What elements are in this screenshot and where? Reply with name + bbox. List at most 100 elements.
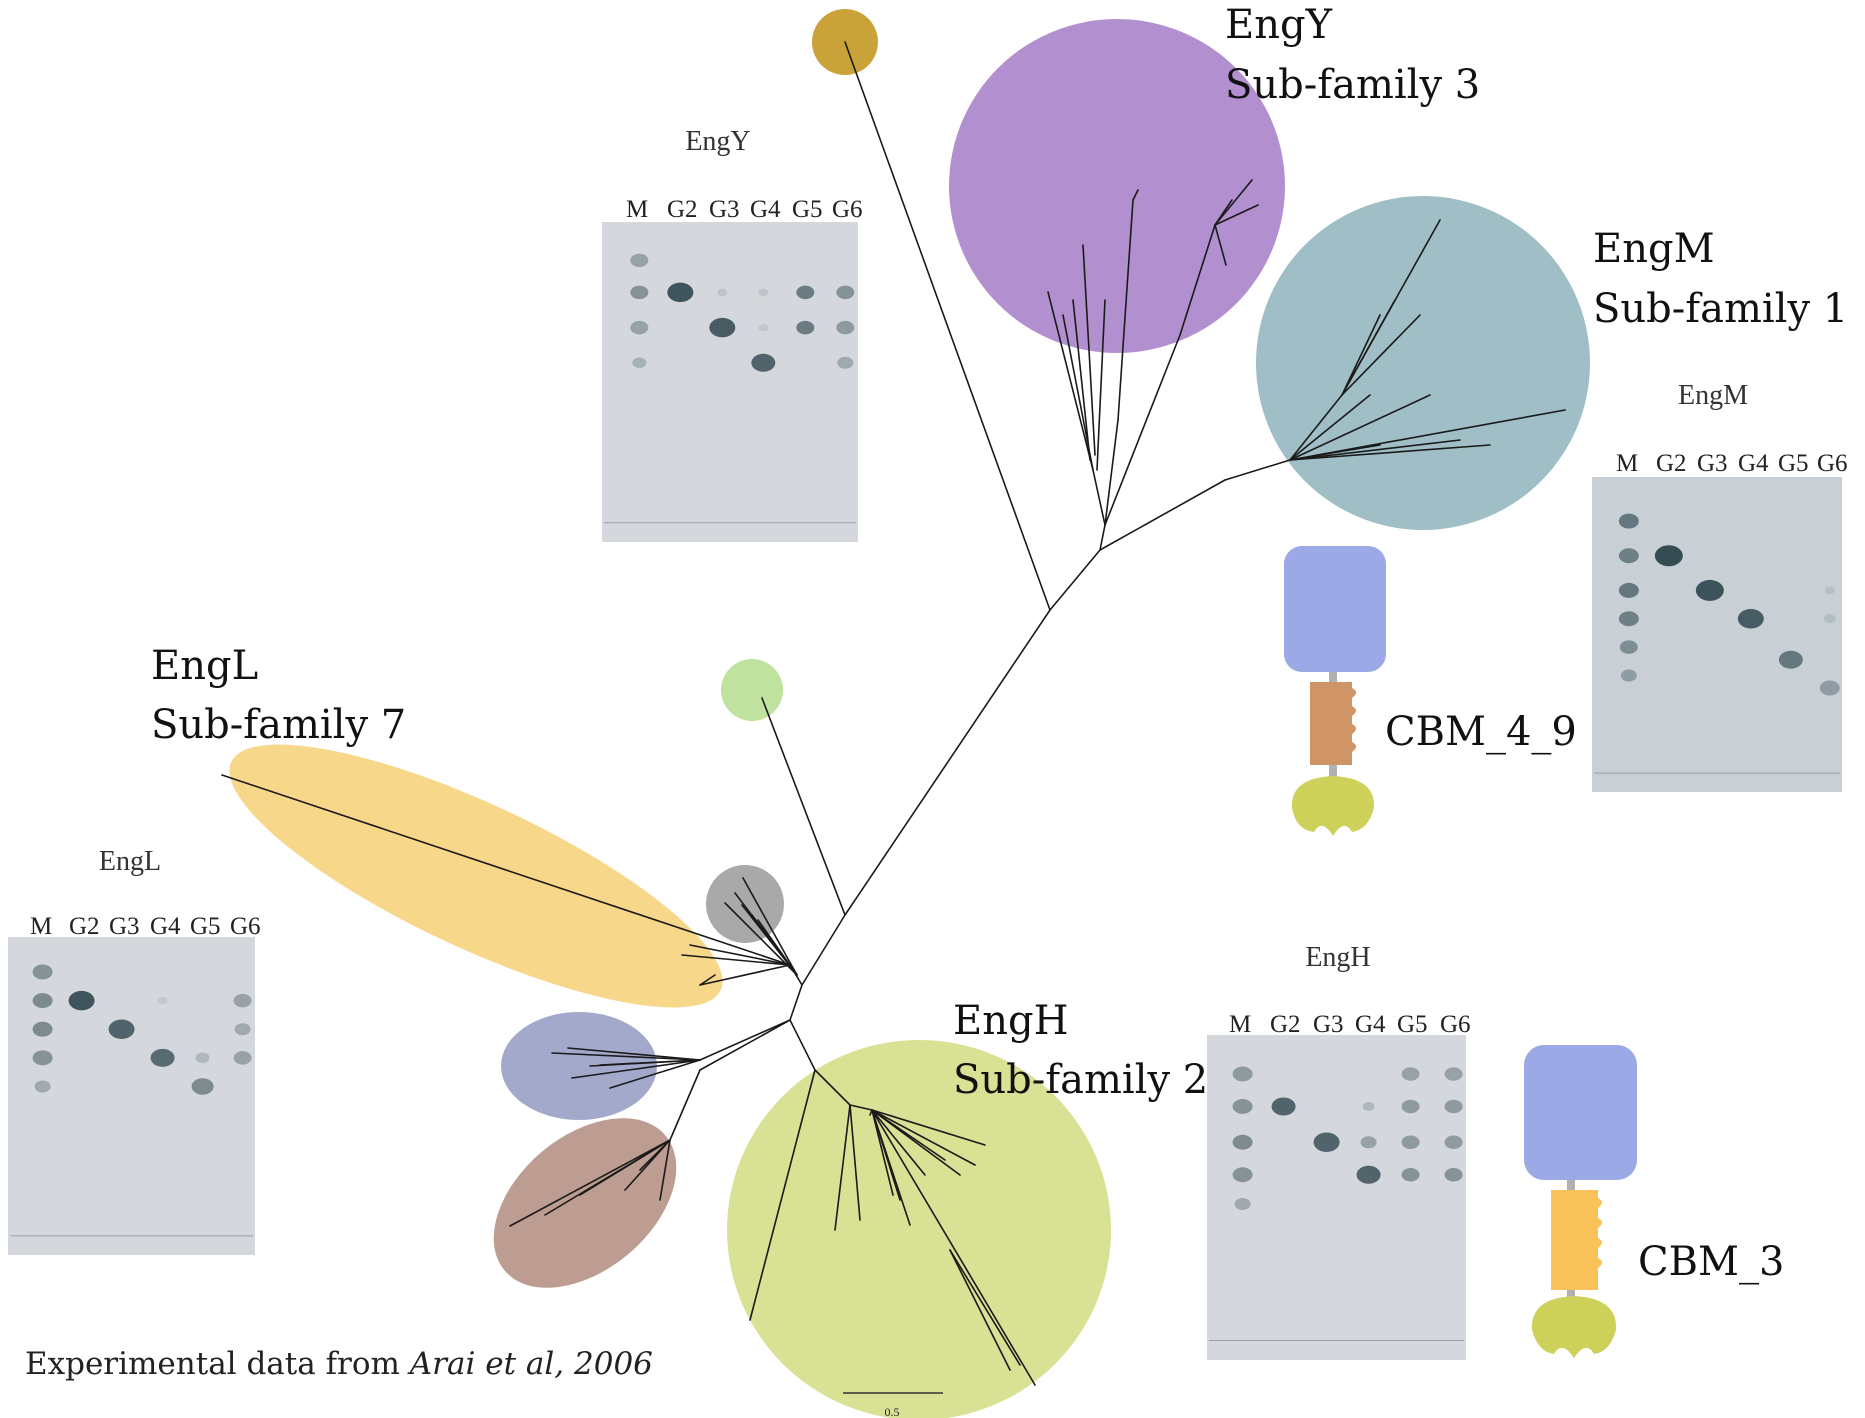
gel-lane-label: G2 (667, 196, 698, 223)
gel-title: EngL (99, 846, 161, 877)
gel-lane-label: G6 (832, 196, 863, 223)
branch (742, 877, 798, 976)
gel-spot (717, 288, 728, 297)
branch (579, 1139, 671, 1196)
branch (221, 774, 791, 966)
gel-spot (1778, 650, 1803, 669)
branch (789, 984, 803, 1021)
branch (1289, 394, 1343, 461)
clade-small-green (721, 659, 783, 721)
gel-spot (1819, 680, 1840, 696)
gel-lane-label: G5 (1397, 1011, 1428, 1038)
gel-spot (836, 285, 855, 300)
tail-domain (1531, 1296, 1617, 1358)
clade-engh-circle (727, 1040, 1111, 1418)
branch (844, 41, 1051, 611)
gel-plate (8, 937, 255, 1255)
gel-spot (630, 285, 649, 300)
branch (1289, 439, 1461, 461)
branch (1099, 524, 1106, 551)
branch (871, 1109, 976, 1166)
branch (699, 974, 716, 986)
gel-spot (32, 993, 53, 1009)
gel-spot (32, 1021, 53, 1037)
branch (689, 944, 791, 966)
branch (509, 1139, 671, 1227)
gel-spot (150, 1048, 175, 1067)
branch (871, 1109, 946, 1161)
clade-small-blue (501, 1012, 657, 1120)
gel-title: EngM (1678, 380, 1748, 411)
gel-spot (837, 356, 854, 369)
gel-spot (630, 253, 649, 268)
branch (1104, 419, 1119, 526)
clade-subfamily: Sub-family 2 (953, 1057, 1208, 1103)
clade-name: EngY (1225, 2, 1333, 48)
gel-spot (632, 357, 647, 369)
clade-label-engy: EngY Sub-family 3 (1225, 2, 1480, 108)
gel-spot (1232, 1099, 1253, 1114)
gel-spot (1232, 1066, 1253, 1082)
gel-spot (1444, 1067, 1463, 1081)
domain-architecture-cbm49: CBM_4_9 (1284, 546, 1577, 836)
branch (659, 1139, 671, 1201)
catalytic-domain (1524, 1045, 1637, 1180)
branch (1099, 479, 1226, 551)
caption-prefix: Experimental data from (25, 1346, 410, 1382)
gel-spot (751, 353, 776, 372)
gel-plate (602, 222, 858, 542)
tree-branches (221, 41, 1566, 1386)
branch (1214, 204, 1259, 226)
gel-spot (1618, 513, 1639, 529)
gel-plate (1207, 1035, 1466, 1360)
clade-name: EngM (1593, 226, 1715, 272)
gel-spot (1618, 548, 1639, 564)
branch (761, 697, 846, 916)
clade-subfamily: Sub-family 1 (1593, 286, 1848, 332)
branch (1341, 299, 1396, 396)
gel-spot (836, 320, 855, 335)
clade-label-engl: EngL Sub-family 7 (151, 643, 406, 748)
gel-spot (758, 323, 769, 332)
branch (871, 1109, 1036, 1386)
clade-name: EngH (953, 998, 1068, 1044)
gel-lane-label: M (1229, 1011, 1251, 1038)
gel-lane-label: G4 (1355, 1011, 1386, 1038)
gel-spot (191, 1078, 214, 1095)
gel-spot (157, 996, 168, 1005)
clade-label-engm: EngM Sub-family 1 (1593, 226, 1848, 332)
branch (849, 1104, 861, 1221)
branch (571, 1059, 701, 1079)
branch (949, 1249, 1011, 1371)
branch (699, 1019, 791, 1071)
tail-domain (1291, 776, 1375, 836)
gel-lane-label: G3 (709, 196, 740, 223)
branch (1132, 189, 1139, 201)
gel-spot (1823, 614, 1836, 624)
branch (551, 1052, 701, 1061)
branch (871, 1109, 901, 1201)
clade-engl-ellipse (229, 744, 723, 1008)
gel-spot (32, 964, 53, 980)
branch (1214, 224, 1227, 266)
branch (724, 902, 798, 976)
gel-spot (1618, 582, 1639, 598)
gel-lane-label: G5 (1778, 450, 1809, 477)
branch (949, 1249, 1021, 1366)
branch (789, 1019, 816, 1071)
branch (567, 1047, 701, 1061)
gel-spot (1356, 1165, 1381, 1184)
gel-spot (1618, 611, 1639, 627)
branch (1214, 179, 1253, 226)
branch (749, 1069, 816, 1321)
domain-label: CBM_3 (1638, 1239, 1784, 1285)
gel-title: EngH (1305, 942, 1370, 973)
gel-title: EngY (685, 126, 750, 157)
clade-small-grey (706, 865, 784, 943)
gel-spot (667, 282, 694, 303)
gel-lane-label: M (30, 913, 52, 940)
gel-lane-label: G6 (1440, 1011, 1471, 1038)
gel-lane-label: G2 (1656, 450, 1687, 477)
